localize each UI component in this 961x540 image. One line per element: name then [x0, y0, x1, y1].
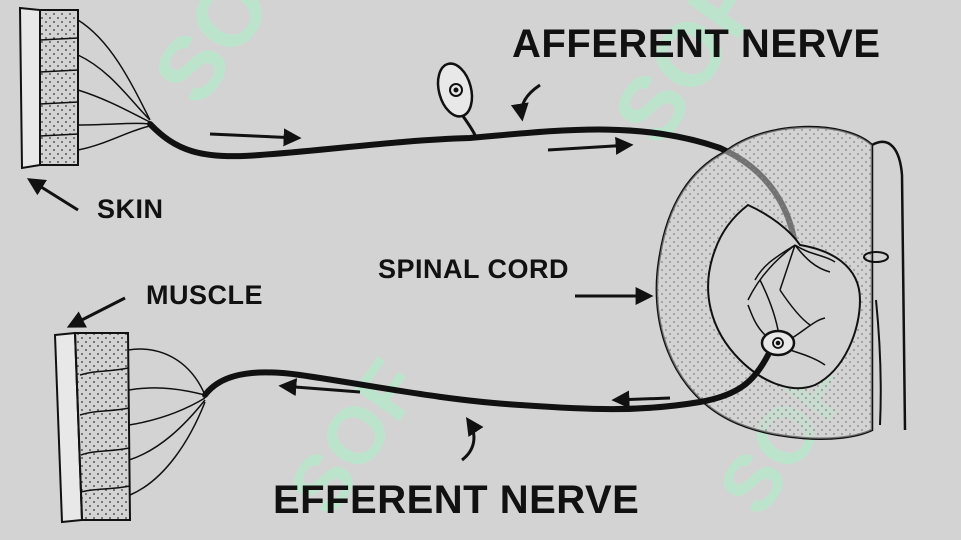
efferent-direction-arrow-2	[278, 378, 361, 397]
spinal-cord-label: SPINAL CORD	[378, 254, 570, 284]
skin-tissue	[18, 6, 151, 170]
efferent-nerve-fiber	[202, 352, 771, 413]
efferent-nerve-label: EFFERENT NERVE	[273, 478, 640, 522]
afferent-direction-arrow-1	[209, 128, 302, 147]
afferent-nerve-label: AFFERENT NERVE	[512, 22, 881, 66]
afferent-pointer-arrow	[510, 83, 541, 122]
synapse-region	[747, 244, 836, 331]
muscle-pointer-arrow	[66, 296, 126, 328]
efferent-direction-arrow-1	[611, 390, 671, 409]
sensory-ganglion	[436, 62, 477, 136]
muscle-tissue	[53, 331, 206, 524]
skin-label: SKIN	[97, 194, 164, 224]
direction-arrows	[209, 128, 671, 409]
svg-text:SOF: SOF	[134, 0, 322, 121]
skin-pointer-arrow	[26, 178, 79, 212]
afferent-direction-arrow-2	[547, 136, 634, 155]
pointer-arrows	[26, 83, 654, 462]
efferent-pointer-arrow	[461, 417, 484, 462]
spinal-cord	[655, 125, 907, 440]
motor-neuron-cell	[747, 304, 826, 366]
muscle-label: MUSCLE	[146, 280, 263, 310]
